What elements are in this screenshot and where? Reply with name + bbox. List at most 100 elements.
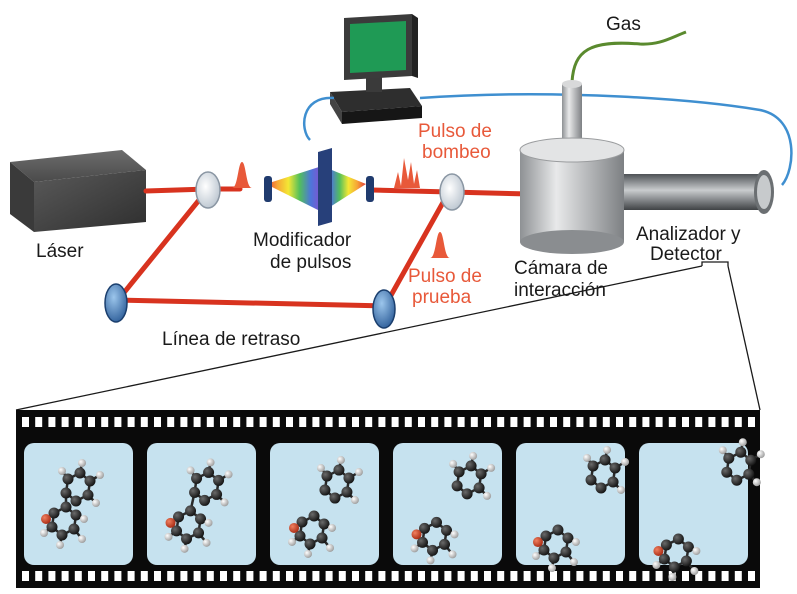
sprocket-hole (629, 571, 637, 581)
sprocket-hole (510, 417, 518, 427)
sprocket-hole (140, 571, 148, 581)
sprocket-hole (365, 571, 373, 581)
sprocket-hole (457, 571, 465, 581)
molecule-atom (202, 538, 211, 547)
sprocket-hole (748, 417, 755, 427)
molecule-atom (668, 573, 677, 581)
sprocket-hole (246, 417, 254, 427)
delay-line-label: Línea de retraso (162, 329, 300, 350)
probe-label-line1: Pulso de (408, 266, 482, 287)
sprocket-hole (365, 417, 373, 427)
sprocket-hole (536, 417, 544, 427)
molecule-atom (723, 452, 735, 464)
molecule-atom (562, 532, 574, 544)
sprocket-hole (668, 417, 676, 427)
molecule-atom (326, 543, 335, 552)
molecule-atom (165, 517, 176, 528)
molecule-atom (211, 488, 223, 500)
molecule-atom (316, 532, 328, 544)
molecule-atom (431, 516, 443, 528)
molecule-atom (583, 453, 592, 462)
computer-icon (330, 14, 422, 124)
sprocket-hole (734, 417, 742, 427)
sprocket-hole (325, 417, 333, 427)
molecule-atom (439, 538, 451, 550)
film-frame-background (639, 443, 748, 565)
sprocket-hole (206, 571, 214, 581)
sprocket-hole (576, 417, 584, 427)
sprocket-hole (259, 571, 267, 581)
sprocket-hole (259, 417, 267, 427)
molecule-atom (682, 541, 694, 553)
sprocket-hole (127, 417, 135, 427)
sprocket-hole (352, 571, 359, 581)
molecule-atom (199, 494, 211, 506)
sprocket-hole (206, 417, 214, 427)
molecule-atom (660, 539, 672, 551)
sprocket-hole (589, 417, 597, 427)
sprocket-hole (114, 417, 122, 427)
mirror-icon (104, 283, 396, 329)
sprocket-hole (220, 417, 227, 427)
molecule-atom (213, 474, 225, 486)
sprocket-hole (61, 571, 69, 581)
sprocket-hole (114, 571, 122, 581)
molecule-atom (70, 495, 82, 507)
sprocket-hole (35, 571, 43, 581)
molecule-atom (288, 537, 297, 546)
molecule-atom (294, 530, 306, 542)
molecule-atom (451, 480, 463, 492)
sprocket-hole (563, 417, 571, 427)
sprocket-hole (101, 417, 109, 427)
sprocket-hole (127, 571, 135, 581)
sprocket-hole (193, 417, 201, 427)
sprocket-hole (338, 571, 346, 581)
molecule-atom (652, 561, 661, 569)
analyzer-label-line1: Analizador y (636, 224, 741, 245)
molecule-atom (540, 530, 552, 542)
film-frame (393, 443, 502, 565)
molecule-icon (164, 458, 233, 553)
sprocket-hole (154, 417, 161, 427)
sprocket-hole (220, 571, 227, 581)
sprocket-hole (312, 417, 320, 427)
molecule-atom (224, 470, 233, 479)
molecule-atom (220, 498, 229, 507)
molecule-atom (427, 544, 439, 556)
molecule-atom (289, 522, 300, 533)
callout-lines (15, 261, 761, 411)
sprocket-hole (682, 571, 689, 581)
molecule-atom (56, 541, 64, 549)
sprocket-hole (22, 417, 29, 427)
film-frame-background (270, 443, 379, 565)
molecule-atom (548, 552, 560, 564)
laser-box-icon (10, 150, 146, 232)
molecule-atom (336, 456, 345, 465)
molecule-atom (411, 529, 422, 540)
molecule-atom (617, 485, 626, 494)
sprocket-hole (48, 571, 56, 581)
sprocket-hole (721, 417, 729, 427)
molecule-atom (62, 473, 74, 485)
sprocket-hole (721, 571, 729, 581)
molecule-atom (569, 558, 578, 567)
sprocket-hole (695, 417, 703, 427)
molecule-atom (319, 484, 331, 496)
molecule-atom (473, 482, 485, 494)
molecule-atom (70, 509, 82, 521)
molecule-atom (672, 533, 684, 545)
sprocket-hole (246, 571, 254, 581)
sprocket-hole (418, 417, 425, 427)
sprocket-hole (299, 417, 307, 427)
modifier-label-line2: de pulsos (270, 252, 351, 273)
molecule-atom (40, 529, 48, 537)
molecule-icon (410, 451, 496, 565)
modifier-label-line1: Modificador (253, 230, 352, 251)
sprocket-hole (708, 417, 716, 427)
molecule-atom (333, 464, 345, 476)
sprocket-hole (404, 571, 412, 581)
sprocket-hole (589, 571, 597, 581)
sprocket-hole (312, 571, 320, 581)
sprocket-hole (523, 571, 531, 581)
